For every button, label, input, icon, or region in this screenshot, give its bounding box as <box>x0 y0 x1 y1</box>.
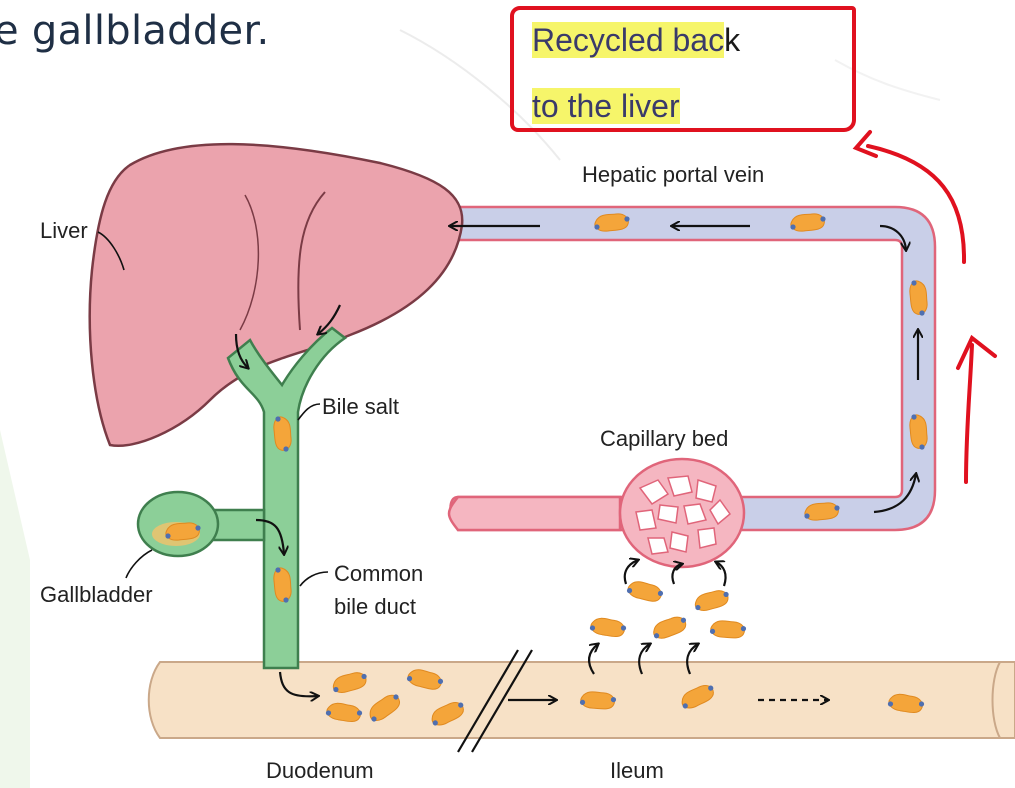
callout-line-1-highlight: Recycled bac <box>532 22 724 58</box>
label-duodenum: Duodenum <box>266 758 374 784</box>
callout-line-2: to the liver <box>532 86 680 126</box>
callout-line-1: Recycled back <box>532 20 740 60</box>
callout-line-1-rest: k <box>724 22 740 58</box>
label-common-bile-duct-line2: bile duct <box>334 594 416 620</box>
label-capillary-bed: Capillary bed <box>600 426 728 452</box>
label-hepatic-portal-vein: Hepatic portal vein <box>582 162 764 188</box>
label-gallbladder: Gallbladder <box>40 582 153 608</box>
callout-line-2-highlight: to the liver <box>532 88 680 124</box>
capillary-bed <box>620 459 744 567</box>
label-bile-salt: Bile salt <box>322 394 399 420</box>
label-ileum: Ileum <box>610 758 664 784</box>
label-common-bile-duct-line1: Common <box>334 561 423 587</box>
label-liver: Liver <box>40 218 88 244</box>
